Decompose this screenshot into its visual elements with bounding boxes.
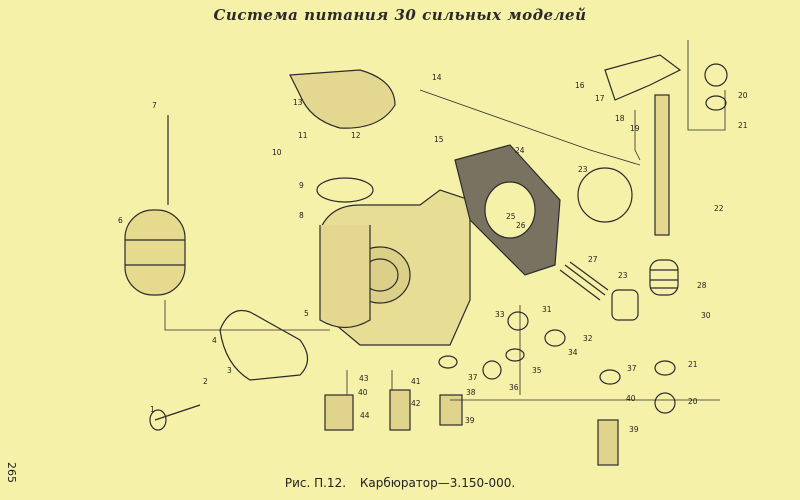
part-label-19: 19 [630, 124, 640, 133]
part-label-36: 36 [509, 383, 519, 392]
part-label-43: 43 [359, 374, 369, 383]
figure-title: Карбюратор—3.150-000. [359, 476, 516, 490]
part-label-15: 15 [434, 135, 444, 144]
part-label-32: 32 [583, 334, 593, 343]
part-label-37: 37 [468, 373, 478, 382]
part-label-31: 31 [542, 305, 552, 314]
part-label-37: 37 [627, 364, 637, 373]
part-label-23: 23 [578, 165, 588, 174]
part-label-2: 2 [203, 377, 208, 386]
part-label-22: 22 [714, 204, 724, 213]
part-label-1: 1 [150, 405, 155, 414]
part-label-12: 12 [351, 131, 361, 140]
figure-caption: Рис. П.12. Карбюратор—3.150-000. [0, 476, 800, 490]
part-label-38: 38 [466, 388, 476, 397]
part-label-33: 33 [495, 310, 505, 319]
part-label-10: 10 [272, 148, 282, 157]
part-label-40: 40 [626, 394, 636, 403]
part-label-13: 13 [293, 98, 303, 107]
part-label-25: 25 [506, 212, 516, 221]
part-label-27: 27 [588, 255, 598, 264]
part-label-20: 20 [688, 397, 698, 406]
part-label-44: 44 [360, 411, 370, 420]
part-label-34: 34 [568, 348, 578, 357]
part-label-41: 41 [411, 377, 421, 386]
part-label-23: 23 [618, 271, 628, 280]
part-label-40: 40 [358, 388, 368, 397]
part-label-4: 4 [212, 336, 217, 345]
part-label-9: 9 [299, 181, 304, 190]
part-label-14: 14 [432, 73, 442, 82]
part-label-42: 42 [411, 399, 421, 408]
part-label-20: 20 [738, 91, 748, 100]
figure-number: Рис. П.12. [284, 476, 347, 490]
part-label-7: 7 [152, 101, 157, 110]
part-label-16: 16 [575, 81, 585, 90]
part-label-21: 21 [738, 121, 748, 130]
part-label-21: 21 [688, 360, 698, 369]
page-header: Система питания 30 сильных моделей [213, 6, 587, 24]
part-label-26: 26 [516, 221, 526, 230]
part-label-24: 24 [515, 146, 525, 155]
part-label-30: 30 [701, 311, 711, 320]
part-label-5: 5 [304, 309, 309, 318]
part-label-17: 17 [595, 94, 605, 103]
part-label-28: 28 [697, 281, 707, 290]
part-label-8: 8 [299, 211, 304, 220]
part-label-3: 3 [227, 366, 232, 375]
part-label-35: 35 [532, 366, 542, 375]
part-label-11: 11 [298, 131, 308, 140]
part-label-18: 18 [615, 114, 625, 123]
part-label-6: 6 [118, 216, 123, 225]
part-label-39: 39 [629, 425, 639, 434]
part-label-39: 39 [465, 416, 475, 425]
